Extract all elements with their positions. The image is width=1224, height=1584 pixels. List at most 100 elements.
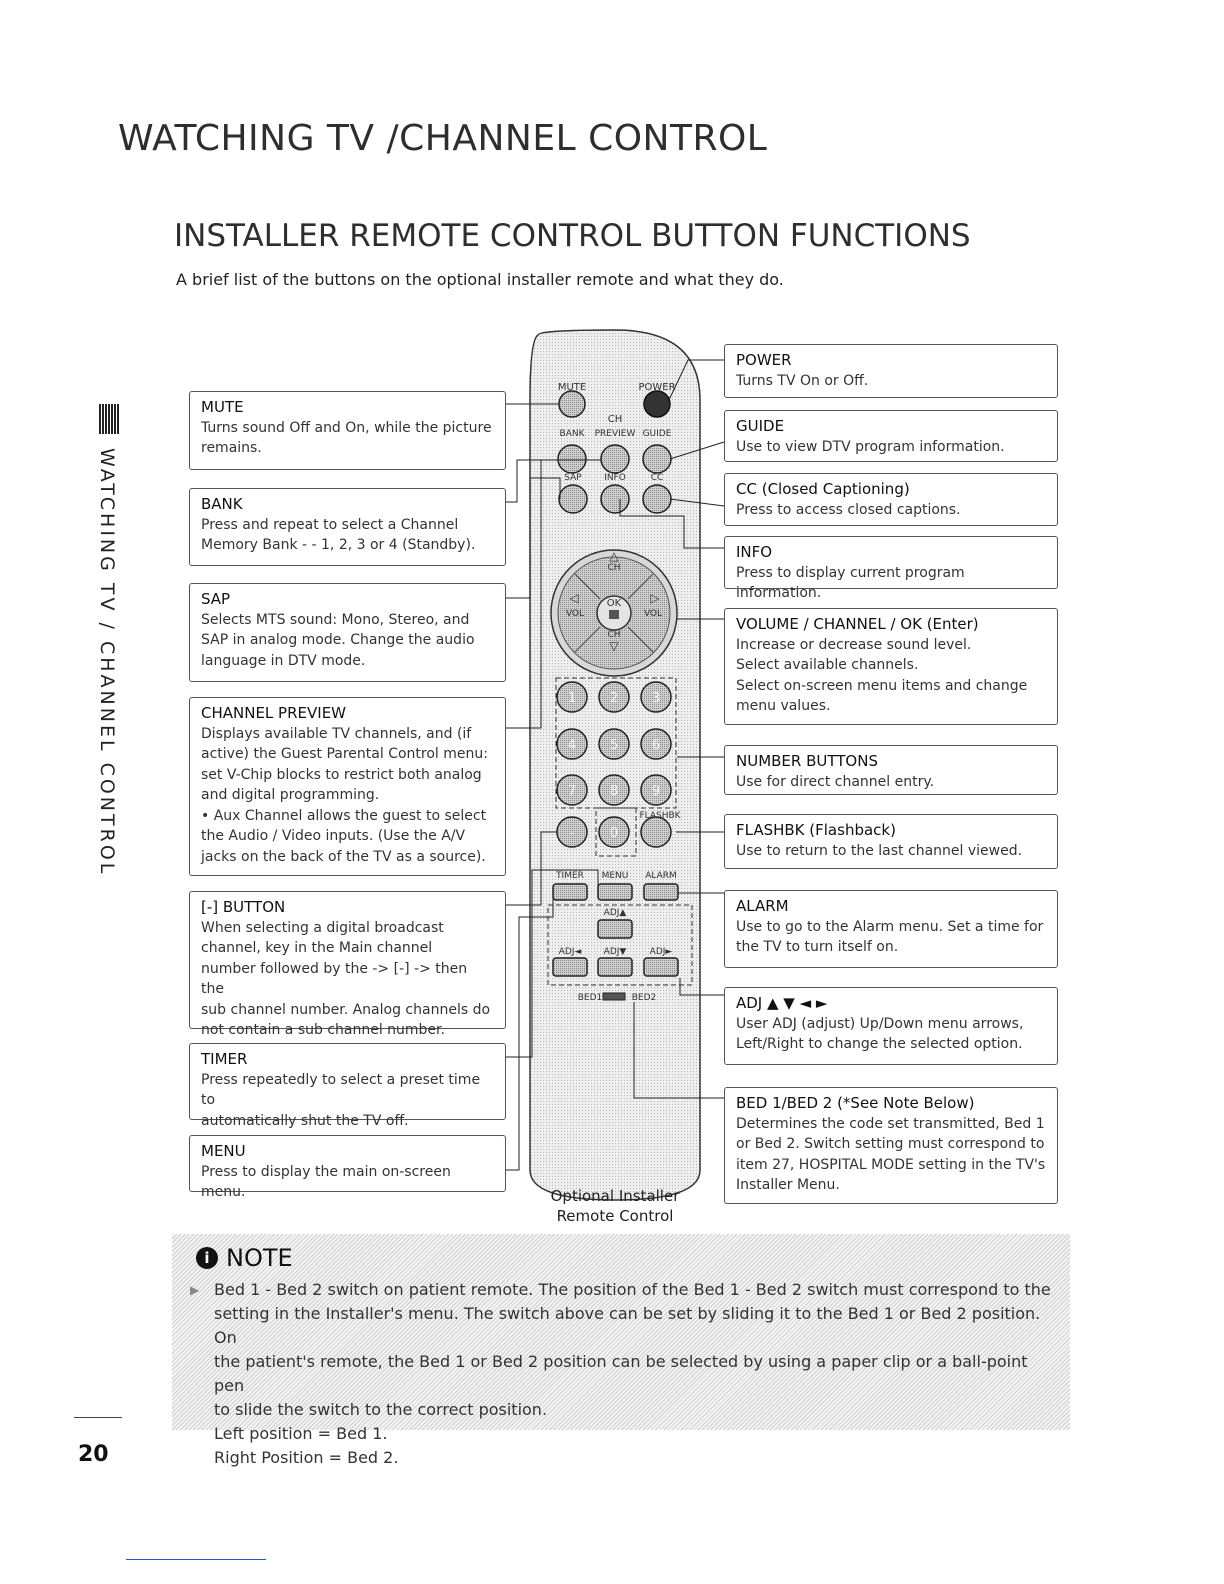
remote-body: [529, 329, 701, 1201]
box-body: When selecting a digital broadcast chann…: [201, 919, 491, 1039]
box-title: INFO: [736, 543, 773, 561]
side-tab-label: WATCHING TV / CHANNEL CONTROL: [96, 448, 118, 877]
digit-button-2[interactable]: [598, 681, 630, 713]
note-line: Left position = Bed 1.: [214, 1424, 388, 1443]
digit-label: 1: [568, 691, 576, 706]
box-title: [-] BUTTON: [201, 898, 286, 916]
box-title: CHANNEL PREVIEW: [201, 704, 346, 722]
info-icon: i: [196, 1247, 218, 1269]
dash-button-info-box: [-] BUTTON When selecting a digital broa…: [189, 891, 506, 1038]
adj-up-label: ADJ▲: [604, 908, 627, 918]
digit-button-3[interactable]: [640, 681, 672, 713]
vol-left-label: VOL: [566, 609, 584, 619]
info-button[interactable]: [600, 484, 630, 514]
bed-switch[interactable]: [602, 992, 626, 1001]
note-body: ▶ Bed 1 - Bed 2 switch on patient remote…: [190, 1278, 1060, 1470]
box-title: BANK: [201, 495, 243, 513]
note-panel: i NOTE ▶ Bed 1 - Bed 2 switch on patient…: [172, 1234, 1070, 1467]
box-body: Use to return to the last channel viewed…: [736, 842, 1023, 859]
alarm-label: ALARM: [645, 871, 677, 881]
digit-label: 0: [610, 826, 618, 841]
timer-button[interactable]: [552, 883, 588, 901]
cc-info-box: CC (Closed Captioning) Press to access c…: [724, 473, 1058, 526]
alarm-button[interactable]: [643, 883, 679, 901]
ch-label: CH: [608, 414, 623, 425]
side-tab-marker: [99, 404, 119, 434]
info-info-box: INFO Press to display current program in…: [724, 536, 1058, 601]
box-title: GUIDE: [736, 417, 785, 435]
digit-label: 8: [610, 784, 618, 799]
remote-caption: Optional Installer Remote Control: [550, 1187, 680, 1225]
adj-frame: [547, 904, 693, 986]
adj-left-button[interactable]: [552, 957, 588, 977]
note-line: to slide the switch to the correct posit…: [214, 1400, 548, 1419]
digit-button-6[interactable]: [640, 728, 672, 760]
adj-down-button[interactable]: [597, 957, 633, 977]
box-title: CC (Closed Captioning): [736, 480, 910, 498]
digit-label: 3: [652, 691, 660, 706]
guide-label: GUIDE: [643, 429, 672, 439]
note-line: Right Position = Bed 2.: [214, 1448, 399, 1467]
bank-button[interactable]: [557, 444, 587, 474]
digit-button-4[interactable]: [556, 728, 588, 760]
bed2-label: BED2: [632, 993, 657, 1003]
arrow-bullet-icon: ▶: [190, 1283, 200, 1297]
box-title: POWER: [736, 351, 792, 369]
digit-button-7[interactable]: [556, 774, 588, 806]
digit-button-0[interactable]: [598, 816, 630, 848]
ch-down-label: CH: [607, 630, 620, 640]
right-leader-lines: [619, 359, 725, 1099]
bed-info-box: BED 1/BED 2 (*See Note Below) Determines…: [724, 1087, 1058, 1204]
number-buttons-info-box: NUMBER BUTTONS Use for direct channel en…: [724, 745, 1058, 795]
box-body: Increase or decrease sound level. Select…: [736, 636, 1028, 715]
box-title: ALARM: [736, 897, 789, 915]
vol-right-arrow-icon: ▷: [650, 591, 660, 605]
mute-label: MUTE: [558, 382, 586, 393]
vol-right-label: VOL: [644, 609, 662, 619]
flashbk-button[interactable]: [640, 816, 672, 848]
box-title: TIMER: [201, 1050, 248, 1068]
alarm-info-box: ALARM Use to go to the Alarm menu. Set a…: [724, 890, 1058, 968]
box-body: User ADJ (adjust) Up/Down menu arrows, L…: [736, 1015, 1024, 1053]
mute-button[interactable]: [558, 390, 586, 418]
bank-info-box: BANK Press and repeat to select a Channe…: [189, 488, 506, 566]
power-button[interactable]: [643, 390, 671, 418]
digit-button-1[interactable]: [556, 681, 588, 713]
cc-button[interactable]: [642, 484, 672, 514]
flashbk-info-box: FLASHBK (Flashback) Use to return to the…: [724, 814, 1058, 869]
box-title: MENU: [201, 1142, 246, 1160]
cc-label: CC: [651, 473, 664, 483]
digit-button-8[interactable]: [598, 774, 630, 806]
digit-label: 4: [568, 738, 576, 753]
section-title: WATCHING TV /CHANNEL CONTROL: [118, 118, 768, 159]
box-body: Displays available TV channels, and (if …: [201, 725, 488, 865]
menu-button[interactable]: [597, 883, 633, 901]
adj-up-button[interactable]: [597, 919, 633, 939]
note-heading: i NOTE: [196, 1244, 293, 1272]
box-body: Use for direct channel entry.: [736, 773, 935, 790]
box-body: Use to view DTV program information.: [736, 438, 1005, 455]
preview-button[interactable]: [600, 444, 630, 474]
sap-button[interactable]: [558, 484, 588, 514]
power-label: POWER: [638, 382, 675, 393]
power-info-box: POWER Turns TV On or Off.: [724, 344, 1058, 398]
guide-button[interactable]: [642, 444, 672, 474]
adj-info-box: ADJ ▲ ▼ ◄ ► User ADJ (adjust) Up/Down me…: [724, 987, 1058, 1065]
digit-button-5[interactable]: [598, 728, 630, 760]
box-body: Press to display current program informa…: [736, 564, 965, 602]
zero-frame: [595, 807, 637, 857]
adj-right-button[interactable]: [643, 957, 679, 977]
digit-label: 9: [652, 784, 660, 799]
box-body: Press to display the main on-screen menu…: [201, 1163, 451, 1201]
box-title: ADJ ▲ ▼ ◄ ►: [736, 994, 828, 1012]
page-number: 20: [78, 1442, 109, 1467]
box-title: FLASHBK (Flashback): [736, 821, 896, 839]
digit-label: 6: [652, 738, 660, 753]
left-leader-lines: [506, 403, 601, 1171]
flashbk-label: FLASHBK: [639, 811, 681, 821]
guide-info-box: GUIDE Use to view DTV program informatio…: [724, 410, 1058, 462]
box-title: NUMBER BUTTONS: [736, 752, 878, 770]
ch-up-arrow-icon: △: [609, 549, 619, 563]
digit-button-9[interactable]: [640, 774, 672, 806]
